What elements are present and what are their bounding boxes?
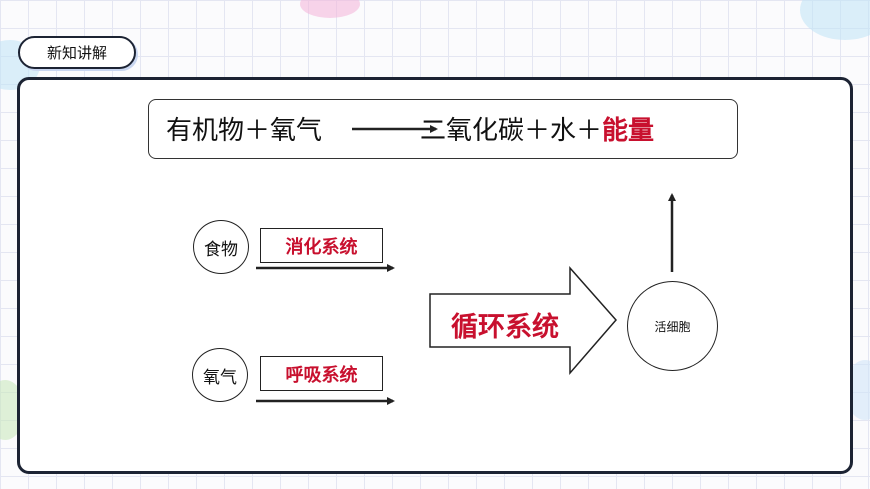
living-cell-circle: 活细胞 [627, 281, 718, 371]
circulatory-system-label: 循环系统 [451, 311, 559, 343]
food-label: 食物 [204, 239, 238, 260]
section-tag: 新知讲解 [18, 36, 136, 69]
respiratory-system-box: 呼吸系统 [260, 356, 383, 391]
equation-box [148, 99, 738, 159]
equation-products: 二氧化碳＋水＋能量 [420, 116, 654, 146]
oxygen-circle: 氧气 [192, 348, 248, 402]
respiratory-system-label: 呼吸系统 [285, 364, 358, 386]
section-tag-label: 新知讲解 [46, 44, 107, 62]
equation-energy: 能量 [602, 116, 655, 146]
decor-splash-top [300, 0, 360, 18]
food-circle: 食物 [193, 220, 249, 274]
living-cell-label: 活细胞 [654, 319, 691, 334]
digestive-system-label: 消化系统 [285, 236, 358, 258]
oxygen-label: 氧气 [203, 367, 237, 388]
equation-products-text: 二氧化碳＋水＋ [420, 116, 603, 146]
equation-reactants: 有机物＋氧气 [166, 116, 323, 146]
digestive-system-box: 消化系统 [260, 228, 383, 263]
circulatory-block-arrow [429, 266, 617, 376]
